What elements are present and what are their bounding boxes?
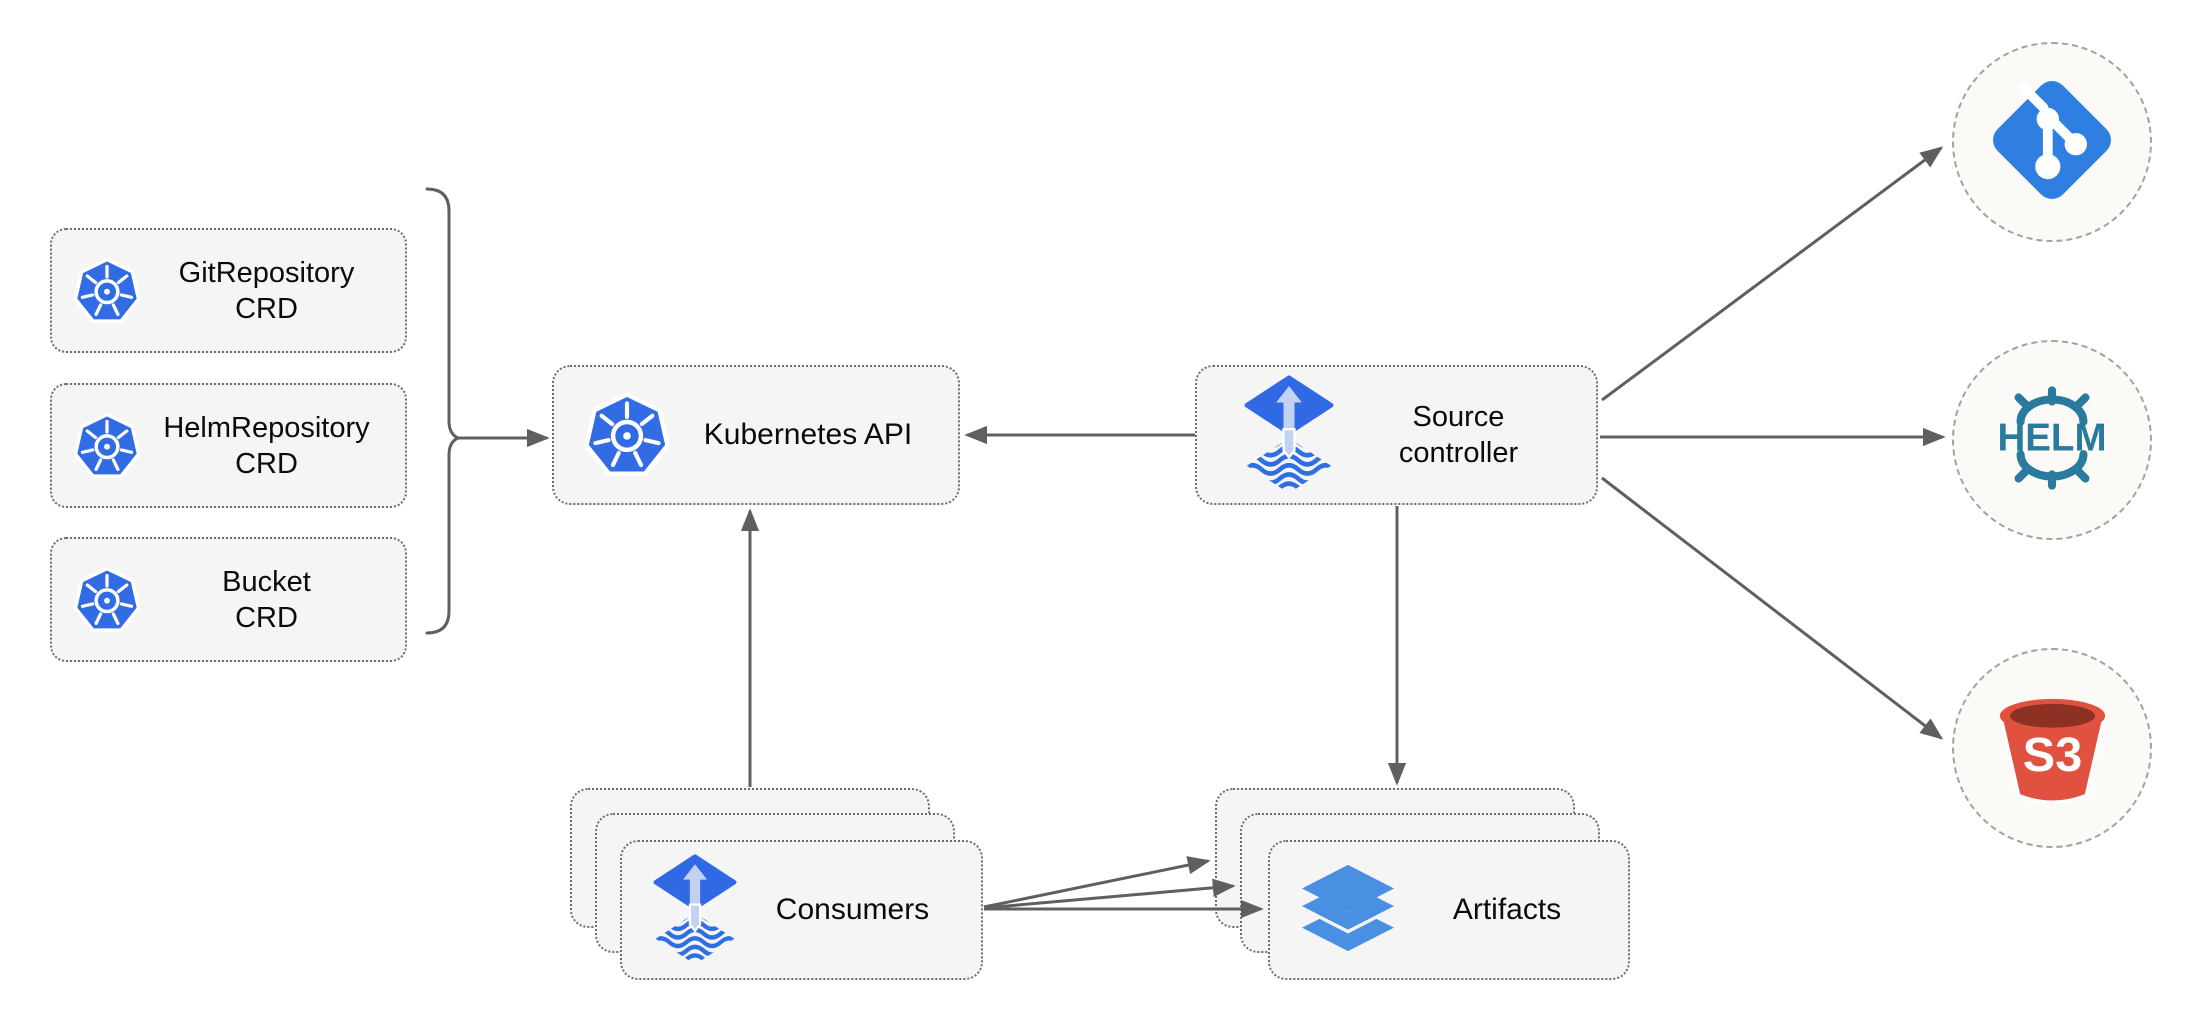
arrow-source-controller-to-s3	[1601, 476, 1944, 740]
node-label-line2: CRD	[235, 447, 298, 480]
kubernetes-icon	[72, 256, 142, 326]
helm-icon: HELM	[1976, 385, 2128, 496]
kubernetes-icon	[72, 565, 142, 635]
arrow-consumers-to-artifacts-1	[983, 856, 1211, 909]
node-label-line1: HelmRepository	[163, 411, 370, 444]
external-source-git	[1952, 42, 2152, 242]
node-label: Kubernetes API	[703, 418, 913, 451]
node-label-line2: controller	[1398, 437, 1519, 469]
node-label: Consumers	[775, 893, 930, 926]
node-kubernetes-api: Kubernetes API	[552, 365, 960, 505]
node-gitrepository-crd: GitRepository CRD	[50, 228, 407, 353]
node-bucket-crd: Bucket CRD	[50, 537, 407, 662]
s3-bucket-icon: S3	[1985, 678, 2120, 818]
node-label: Bucket CRD	[142, 564, 405, 636]
node-helmrepository-crd: HelmRepository CRD	[50, 383, 407, 508]
arrow-consumers-to-artifacts-2	[983, 878, 1236, 910]
node-label-line1: GitRepository	[178, 256, 355, 289]
node-label: GitRepository CRD	[142, 255, 405, 327]
kubernetes-icon	[582, 390, 672, 480]
git-icon	[1982, 70, 2122, 215]
node-label-line1: Bucket	[222, 565, 311, 598]
node-label: HelmRepository CRD	[142, 410, 405, 482]
node-label: Artifacts	[1452, 893, 1562, 926]
node-label-line2: CRD	[235, 601, 298, 634]
kubernetes-icon	[72, 411, 142, 481]
node-label-line2: CRD	[235, 292, 298, 325]
flux-icon	[652, 853, 738, 967]
external-source-helm: HELM	[1952, 340, 2152, 540]
layers-icon	[1296, 861, 1400, 959]
helm-wordmark: HELM	[1997, 416, 2106, 459]
node-consumers: Consumers	[620, 840, 983, 980]
node-label-line1: Source	[1412, 401, 1505, 433]
external-source-s3: S3	[1952, 648, 2152, 848]
node-label: Source controller	[1335, 399, 1596, 471]
node-source-controller: Source controller	[1195, 365, 1598, 505]
crd-group-brace	[425, 187, 462, 635]
arrow-source-controller-to-git	[1601, 146, 1944, 402]
node-artifacts: Artifacts	[1268, 840, 1630, 980]
flux-icon	[1243, 374, 1335, 496]
s3-wordmark: S3	[2022, 728, 2081, 782]
